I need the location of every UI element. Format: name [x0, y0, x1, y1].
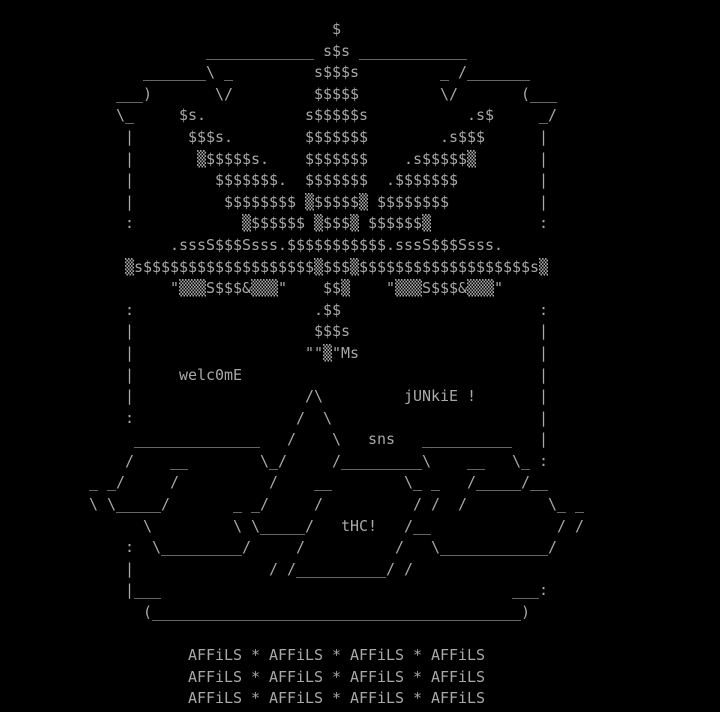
- ascii-art-line: $: [89, 20, 342, 38]
- ascii-art-line: ______________ / \ sns __________ |: [89, 430, 549, 449]
- ascii-art-line: "▒▒▒S$$$&▒▒▒" $$▒ "▒▒▒S$$$&▒▒▒": [89, 279, 504, 298]
- ascii-art-line: _ _/ / / __ \_ _ /_____/__: [89, 473, 549, 492]
- ascii-art-line: : \_________/ / / \____________/: [89, 538, 558, 557]
- ascii-art-line: AFFiLS * AFFiLS * AFFiLS * AFFiLS: [89, 646, 486, 665]
- ascii-art-line: : / \ |: [89, 408, 549, 427]
- ascii-art-line: | ▒$$$$$s. $$$$$$$ .s$$$$$▒ |: [89, 149, 549, 168]
- ascii-art-line: | welc0mE |: [89, 365, 549, 384]
- ascii-art-line: | $$$$$$$$ ▒$$$$$▒ $$$$$$$$ |: [89, 192, 549, 211]
- ascii-art-welcome-screen: $ ____________ s$s ____________ _______\…: [89, 19, 584, 710]
- ascii-art-line: AFFiLS * AFFiLS * AFFiLS * AFFiLS: [89, 689, 486, 708]
- ascii-art-line: AFFiLS * AFFiLS * AFFiLS * AFFiLS: [89, 667, 486, 686]
- ascii-art-line: ___) \/ $$$$$ \/ (___: [89, 84, 558, 103]
- ascii-art-line: / __ \_/ /_________\ __ \_ :: [89, 451, 549, 470]
- ascii-art-line: : .$$ :: [89, 300, 549, 319]
- ascii-art-line: | $$$s |: [89, 322, 549, 341]
- ascii-art-line: _______\ _ s$$$s _ /_______: [89, 63, 531, 82]
- ascii-art-line: \ \ \_____/ tHC! /__ / /: [89, 516, 585, 535]
- ascii-art-line: | ""▒"Ms |: [89, 343, 549, 362]
- ascii-art-line: \_ $s. s$$$$$s .s$ _/: [89, 106, 558, 125]
- ascii-art-line: \ \_____/ _ _/ / / / / \_ _: [89, 495, 585, 514]
- ascii-art-line: | /\ jUNkiE ! |: [89, 387, 549, 406]
- ascii-art-line: | $$$s. $$$$$$$ .s$$$ |: [89, 127, 549, 146]
- ascii-art-line: : ▒$$$$$$ ▒$$$▒ $$$$$$▒ :: [89, 214, 549, 233]
- ascii-art-line: |___ ___:: [89, 581, 549, 600]
- ascii-art-line: ____________ s$s ____________: [89, 41, 468, 60]
- ascii-art-line: ▒s$$$$$$$$$$$$$$$$$$$▒$$$▒$$$$$$$$$$$$$$…: [89, 257, 549, 276]
- ascii-art-line: (_______________________________________…: [89, 603, 531, 622]
- ascii-art-line: .sssS$$$Ssss.$$$$$$$$$$$.sssS$$$Ssss.: [89, 235, 504, 254]
- ascii-art-line: | $$$$$$$. $$$$$$$ .$$$$$$$ |: [89, 171, 549, 190]
- ascii-art-line: | / /__________/ /: [89, 559, 414, 578]
- ascii-art-line: [89, 624, 584, 646]
